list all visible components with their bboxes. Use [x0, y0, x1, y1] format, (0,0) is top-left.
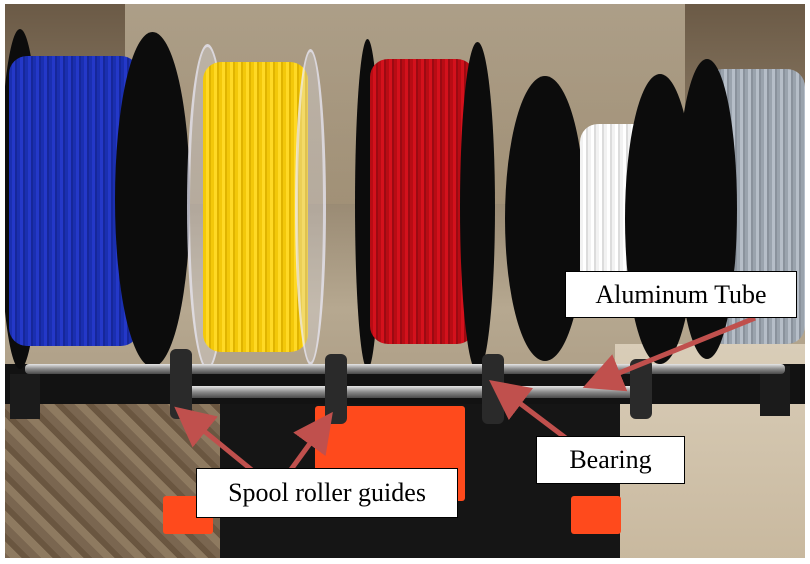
roller-guide-4	[630, 359, 652, 419]
spool-red-flange-front	[460, 42, 495, 372]
spool-red-filament	[370, 59, 475, 344]
roller-guide-2	[325, 354, 347, 424]
bearing	[482, 354, 504, 424]
label-aluminum-tube: Aluminum Tube	[565, 271, 797, 318]
label-spool-roller-guides: Spool roller guides	[196, 468, 458, 518]
roller-guide-1	[170, 349, 192, 419]
spool-yellow-flange-front	[295, 49, 326, 365]
aluminum-tube-front	[175, 386, 645, 398]
rack-foot-left	[10, 374, 40, 419]
aluminum-tube-back	[25, 364, 785, 374]
spool-white-flange-back	[505, 76, 585, 361]
label-bearing-text: Bearing	[569, 445, 652, 474]
spool-blue-flange-front	[115, 32, 190, 367]
label-aluminum-tube-text: Aluminum Tube	[595, 279, 767, 309]
rack-foot-right	[760, 366, 790, 416]
spool-yellow-filament	[203, 62, 308, 352]
printer-corner-right	[571, 496, 621, 534]
label-bearing: Bearing	[536, 436, 685, 484]
label-spool-roller-guides-text: Spool roller guides	[228, 478, 426, 507]
